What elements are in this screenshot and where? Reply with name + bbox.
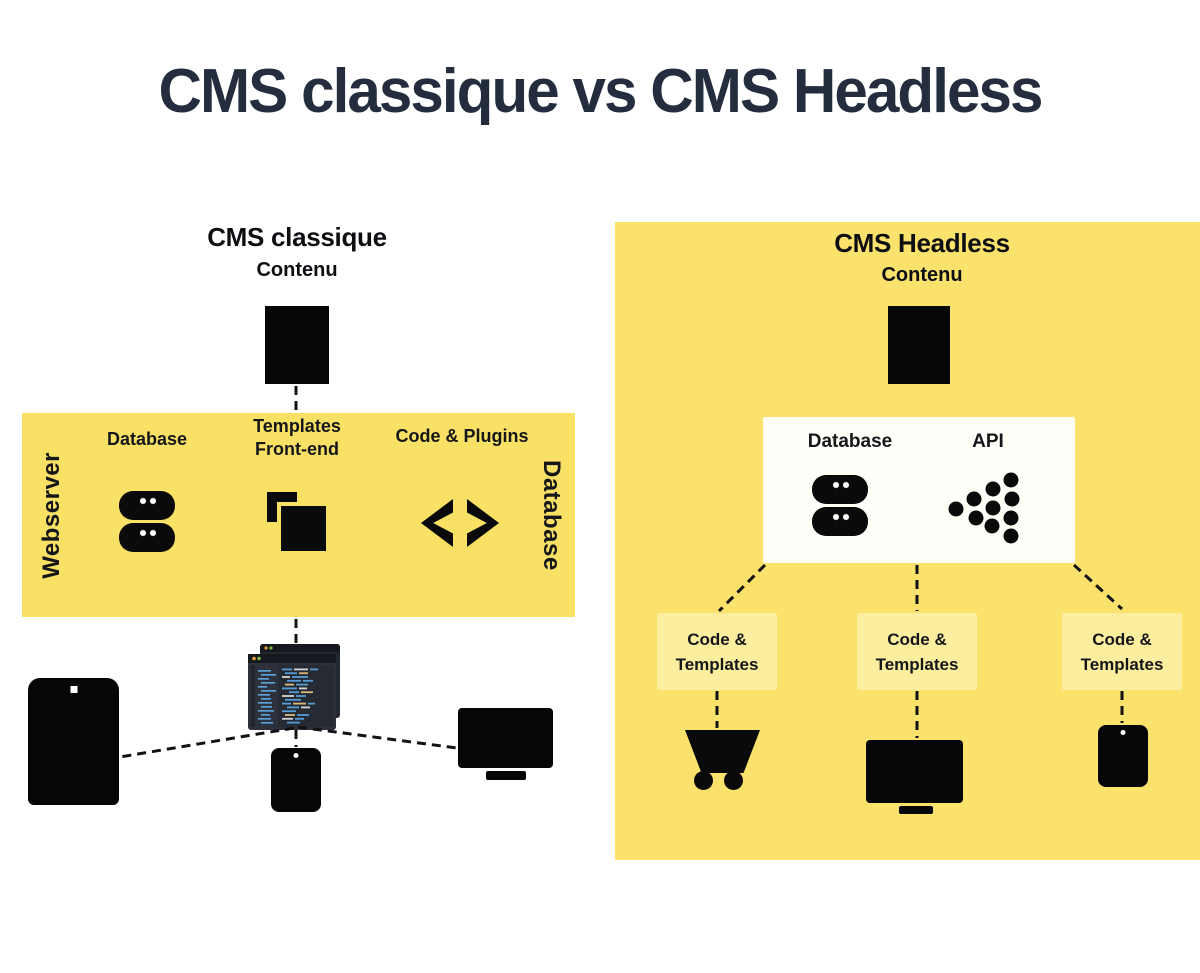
phone-camera-dot xyxy=(1120,730,1126,735)
database-icon xyxy=(119,491,175,555)
band-database-label: Database xyxy=(106,429,188,449)
ct-line1: Code & xyxy=(687,629,747,649)
monitor-stand xyxy=(486,771,526,780)
phone-icon xyxy=(1098,725,1148,787)
api-icon xyxy=(948,472,1020,544)
webserver-vertical-label: Webserver xyxy=(38,451,65,579)
classic-webserver-band: Webserver Database Database Templates Fr… xyxy=(22,413,575,617)
classic-contenu-label: Contenu xyxy=(256,259,338,281)
ct-line2: Templates xyxy=(675,654,759,674)
database-disk xyxy=(812,475,868,504)
phone-icon xyxy=(271,748,321,812)
cart-wheel xyxy=(724,771,743,790)
phone-camera-dot xyxy=(293,753,299,758)
band-templates-label: Templates Front-end xyxy=(217,415,377,461)
tablet-camera-dot xyxy=(70,686,77,693)
monitor-icon xyxy=(866,740,963,803)
database-disk xyxy=(119,523,175,552)
tablet-icon xyxy=(28,678,119,805)
core-database-label: Database xyxy=(807,431,893,452)
code-templates-box: Code & Templates xyxy=(1062,613,1182,690)
cart-icon xyxy=(685,730,760,773)
dashed-line xyxy=(119,726,295,759)
classic-heading: CMS classique xyxy=(207,222,387,252)
database-vertical-label-wrap: Database xyxy=(537,413,565,617)
database-disk xyxy=(812,507,868,536)
code-templates-box: Code & Templates xyxy=(657,613,777,690)
database-disk xyxy=(119,491,175,520)
templates-front-square xyxy=(281,506,326,551)
ct-line1: Code & xyxy=(887,629,947,649)
page-title: CMS classique vs CMS Headless xyxy=(158,57,1043,126)
monitor-stand xyxy=(899,806,933,814)
cart-wheel xyxy=(694,771,713,790)
monitor-icon xyxy=(458,708,553,768)
code-editor-icon xyxy=(248,644,340,730)
headless-contenu-label: Contenu xyxy=(881,264,963,286)
database-vertical-label: Database xyxy=(538,459,565,571)
headless-panel: CMS Headless Contenu Database API Code &… xyxy=(615,222,1200,860)
content-document-icon xyxy=(265,306,329,384)
database-icon xyxy=(812,475,868,539)
band-templates-line1: Templates xyxy=(253,416,341,436)
core-box: Database API xyxy=(763,417,1075,563)
right-angle-bracket xyxy=(467,499,499,547)
dashed-line xyxy=(297,725,458,750)
band-code-plugins-label: Code & Plugins xyxy=(395,426,529,446)
templates-icon xyxy=(267,492,327,552)
ct-line2: Templates xyxy=(875,654,959,674)
band-templates-line2: Front-end xyxy=(255,439,339,459)
code-brackets-icon xyxy=(421,499,499,547)
content-document-icon xyxy=(888,306,950,384)
ct-line2: Templates xyxy=(1080,654,1164,674)
code-templates-box: Code & Templates xyxy=(857,613,977,690)
core-api-label: API xyxy=(972,431,1004,452)
left-angle-bracket xyxy=(421,499,453,547)
ct-line1: Code & xyxy=(1092,629,1152,649)
headless-heading: CMS Headless xyxy=(834,228,1010,258)
webserver-vertical-label-wrap: Webserver xyxy=(38,413,66,617)
